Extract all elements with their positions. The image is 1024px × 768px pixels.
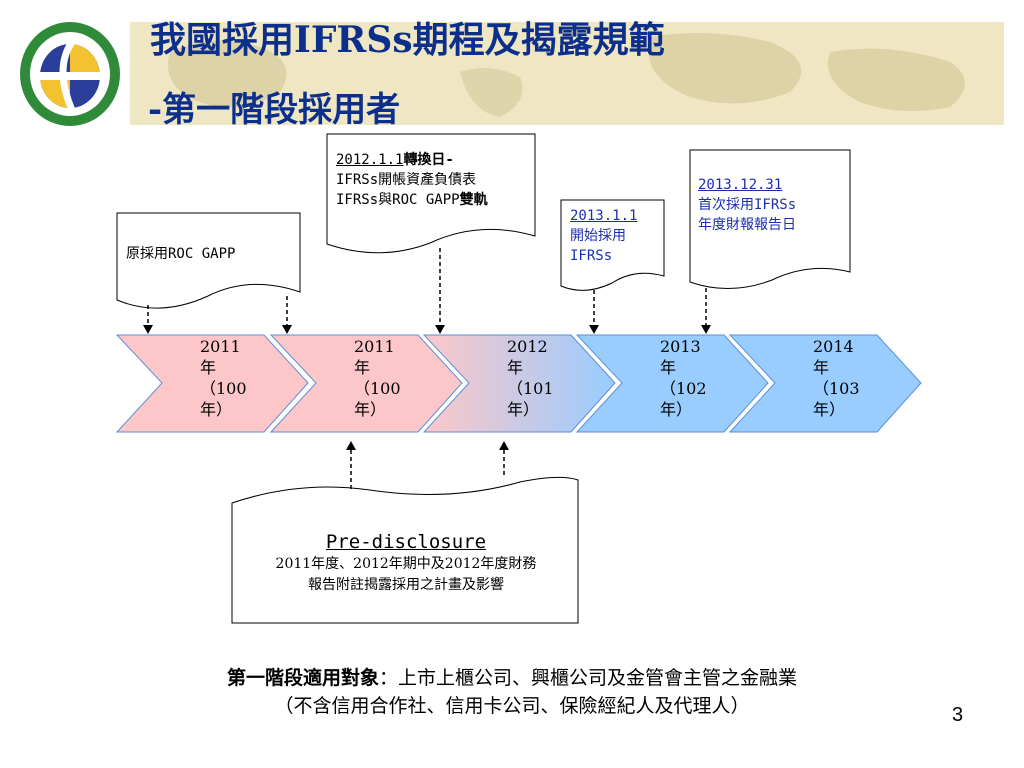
chevron-1: [115, 334, 309, 433]
transition-heading: 轉換日-: [403, 152, 454, 168]
transition-line2: IFRSs開帳資產負債表: [336, 172, 477, 188]
page-title: 我國採用IFRSs期程及揭露規範: [150, 19, 665, 61]
chevron-4: [575, 334, 769, 433]
footer-line2: （不含信用合作社、信用卡公司、保險經紀人及代理人）: [274, 695, 750, 717]
first-report-line3: 年度財報報告日: [698, 217, 796, 233]
pre-disclosure-box: [231, 476, 579, 624]
note-roc-gaap: 原採用ROC GAPP: [126, 246, 236, 262]
pre-disclosure-heading: Pre-disclosure: [325, 531, 487, 553]
page-subtitle: -第一階段採用者: [148, 90, 401, 130]
transition-line3: IFRSs與ROC GAPP: [336, 192, 460, 208]
chevron-label-2: 2011 年 （100 年）: [354, 337, 401, 419]
start-date: 2013.1.1: [570, 208, 638, 224]
transition-date: 2012.1.1: [336, 152, 404, 168]
chevron-label-3: 2012 年 （101 年）: [507, 337, 554, 419]
chevron-3: [422, 334, 616, 433]
note-transition: 2012.1.1轉換日- IFRSs開帳資產負債表 IFRSs與ROC GAPP…: [336, 150, 488, 210]
note-start: 2013.1.1 開始採用 IFRSs: [570, 206, 637, 266]
footer-text: 上市上櫃公司、興櫃公司及金管會主管之金融業: [398, 667, 798, 689]
first-report-date: 2013.12.31: [698, 177, 783, 193]
chevron-5: [728, 334, 922, 433]
footer-colon: ：: [378, 667, 398, 689]
first-report-line2: 首次採用IFRSs: [698, 197, 797, 213]
header-banner: [130, 22, 1004, 125]
footer-label: 第一階段適用對象: [226, 667, 379, 689]
footer-line1: 第一階段適用對象：上市上櫃公司、興櫃公司及金管會主管之金融業: [0, 664, 1024, 692]
pre-disclosure-line2: 報告附註揭露採用之計畫及影響: [308, 577, 504, 593]
note-box-start: [560, 199, 665, 291]
note-box-transition: [326, 133, 536, 254]
world-map-background: [168, 33, 965, 117]
note-box-first-report: [689, 149, 851, 289]
logo-emblem: [20, 22, 120, 126]
chevron-label-1: 2011 年 （100 年）: [200, 337, 247, 419]
pre-disclosure-line1: 2011年度、2012年期中及2012年度財務: [275, 556, 537, 572]
page-number: 3: [952, 704, 964, 726]
start-line3: IFRSs: [570, 248, 613, 264]
chevron-label-5: 2014 年 （103 年）: [813, 337, 860, 419]
chevron-2: [269, 334, 463, 433]
pre-disclosure-text: Pre-disclosure 2011年度、2012年期中及2012年度財務 報…: [232, 530, 580, 596]
transition-dual: 雙軌: [459, 192, 488, 208]
note-box-roc-gaap: [116, 212, 301, 309]
start-line2: 開始採用: [570, 228, 626, 244]
chevron-label-4: 2013 年 （102 年）: [660, 337, 707, 419]
note-first-report: 2013.12.31 首次採用IFRSs 年度財報報告日: [698, 175, 796, 235]
